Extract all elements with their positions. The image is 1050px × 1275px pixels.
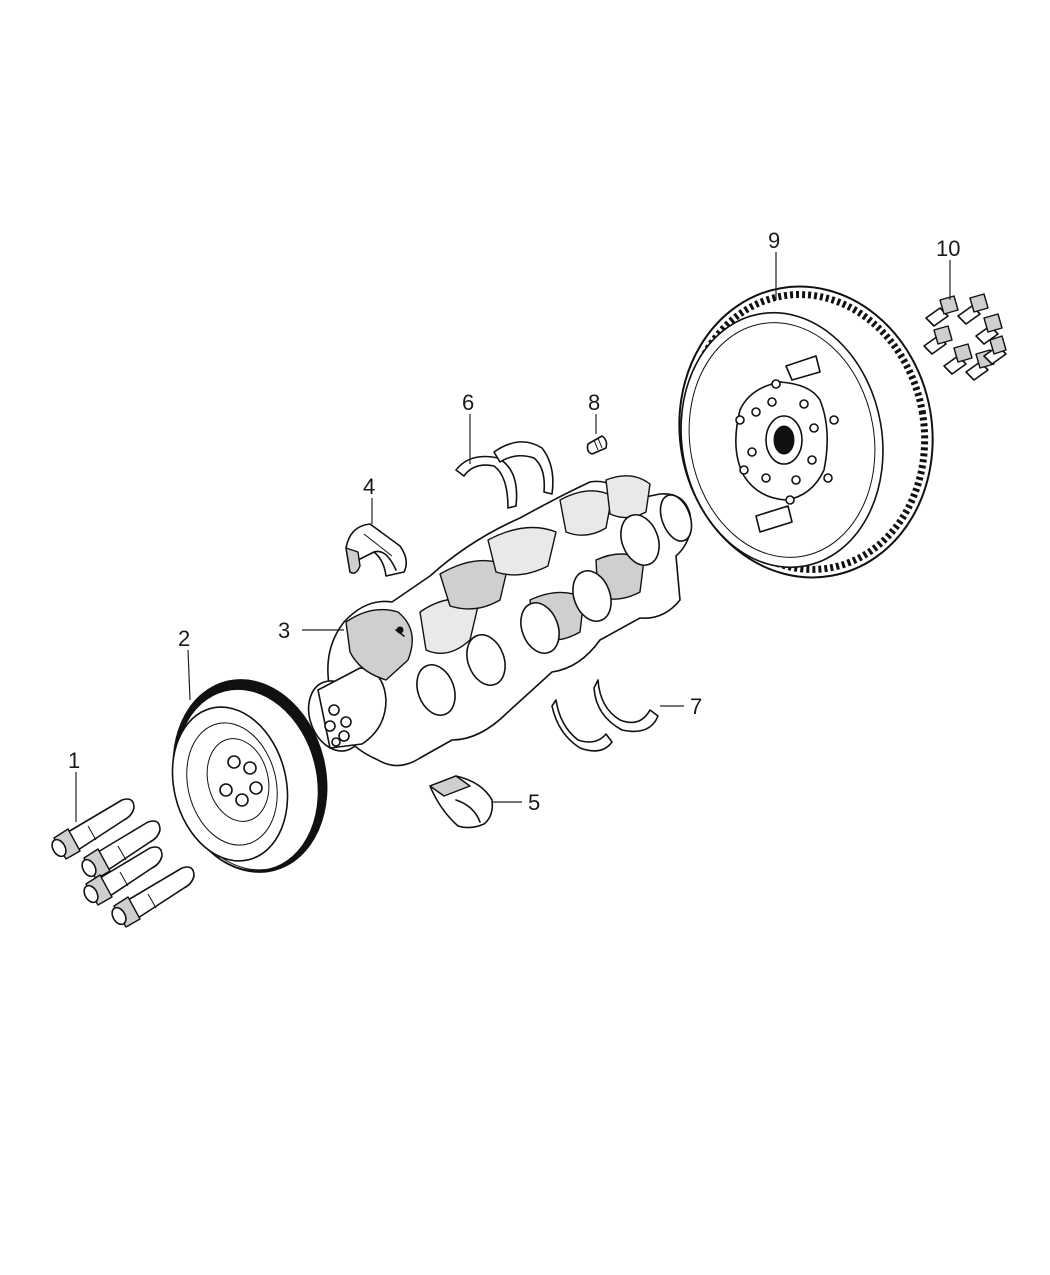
damper-bolt — [81, 820, 161, 880]
upper-thrust-washers — [455, 441, 554, 509]
damper-bolt — [51, 798, 135, 860]
lower-thrust-washers — [551, 679, 659, 752]
callout-1: 1 — [68, 748, 80, 773]
flywheel-bolt — [923, 325, 953, 355]
flywheel-bolt — [943, 343, 973, 375]
callout-2-leader — [187, 649, 191, 701]
lower-main-bearing — [429, 775, 494, 829]
callout-7: 7 — [690, 694, 702, 719]
flywheel-bolt — [983, 335, 1007, 365]
callout-5: 5 — [528, 790, 540, 815]
flywheel-bolt — [975, 313, 1003, 345]
crankshaft — [307, 475, 693, 767]
flywheel — [678, 285, 934, 579]
callout-4: 4 — [363, 474, 375, 499]
callout-9: 9 — [768, 228, 780, 253]
upper-main-bearing — [345, 523, 408, 577]
dowel-pin — [586, 435, 608, 455]
flywheel-bolts — [923, 293, 1007, 381]
vibration-damper — [171, 679, 328, 873]
damper-bolts — [51, 798, 195, 928]
damper-bolt — [111, 866, 195, 928]
callout-2: 2 — [178, 626, 190, 651]
flywheel-bolt — [957, 293, 989, 325]
callout-6: 6 — [462, 390, 474, 415]
callout-8: 8 — [588, 390, 600, 415]
callout-3: 3 — [278, 618, 290, 643]
flywheel-bolt — [925, 295, 959, 327]
callout-10: 10 — [936, 236, 960, 261]
damper-bolt — [83, 846, 163, 906]
